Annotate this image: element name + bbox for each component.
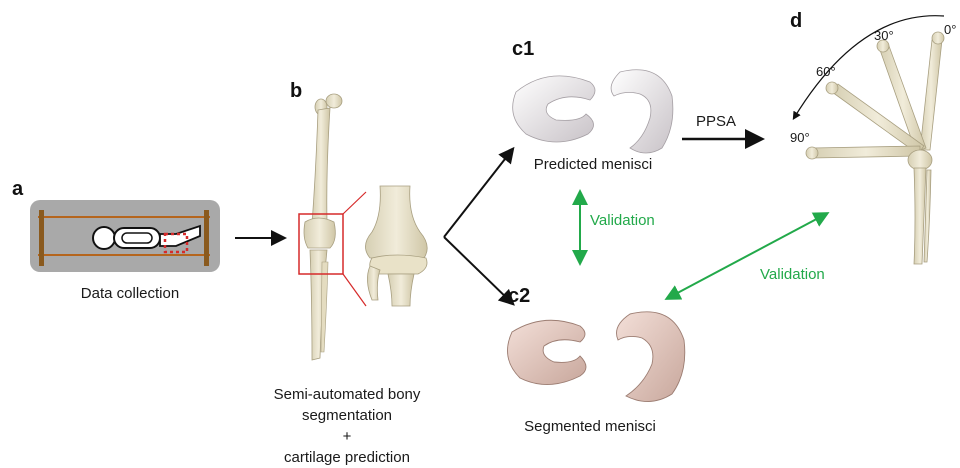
validation-label-diagonal: Validation — [760, 266, 840, 283]
knee-zoom-illustration — [365, 186, 427, 306]
ppsa-label: PPSA — [696, 113, 746, 130]
panel-label-d: d — [790, 10, 802, 33]
leg-bones-illustration — [299, 94, 366, 360]
angle-label-30: 30° — [874, 28, 894, 43]
scanner-illustration — [30, 200, 220, 272]
arrow-b-to-c2 — [444, 237, 512, 303]
caption-line: Semi-automated bony — [262, 384, 432, 405]
panel-label-b: b — [290, 80, 302, 103]
caption-line: segmentation — [262, 405, 432, 426]
panel-label-c1: c1 — [512, 38, 534, 61]
segmented-menisci-illustration — [508, 312, 685, 402]
angle-label-90: 90° — [790, 130, 810, 145]
validation-label-vertical: Validation — [590, 212, 670, 229]
validation-diagonal-arrow — [668, 214, 826, 298]
knee-flexion-illustration — [794, 16, 944, 264]
caption-line: cartilage prediction — [262, 447, 432, 468]
caption-segmented-menisci: Segmented menisci — [520, 418, 660, 435]
angle-label-0: 0° — [944, 22, 956, 37]
panel-label-a: a — [12, 178, 23, 201]
caption-data-collection: Data collection — [60, 285, 200, 302]
panel-label-c2: c2 — [508, 285, 530, 308]
caption-line: + — [262, 426, 432, 447]
angle-label-60: 60° — [816, 64, 836, 79]
arrow-b-to-c1 — [444, 150, 512, 237]
predicted-menisci-illustration — [513, 70, 673, 153]
caption-predicted-menisci: Predicted menisci — [528, 156, 658, 173]
caption-segmentation: Semi-automated bony segmentation + carti… — [262, 384, 432, 468]
